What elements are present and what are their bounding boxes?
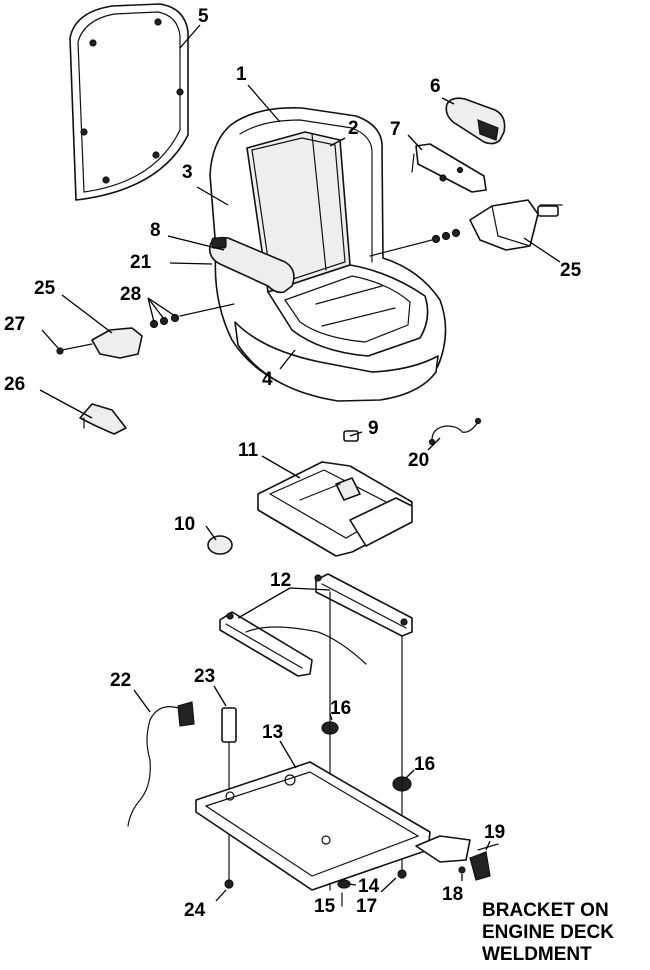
callout-9: 9 <box>368 418 379 439</box>
callout-14: 14 <box>358 876 380 897</box>
callout-11: 11 <box>238 440 259 461</box>
callout-15: 15 <box>314 896 336 917</box>
callout-20: 20 <box>408 450 429 471</box>
belt-bracket-part <box>79 403 127 435</box>
bumper-part <box>207 535 233 555</box>
callout-8: 8 <box>150 220 161 241</box>
callout-13: 13 <box>262 722 283 743</box>
note-line-3: WELDMENT <box>482 944 592 965</box>
bracket-note: BRACKET ON ENGINE DECK WELDMENT <box>482 900 614 965</box>
left-armrest-part <box>208 236 295 294</box>
right-seat-belt-part <box>369 199 563 257</box>
seat-assembly-part <box>209 107 447 402</box>
callout-12: 12 <box>270 570 291 591</box>
leader-lines <box>39 24 561 902</box>
callout-18: 18 <box>442 884 463 905</box>
left-seat-belt-part <box>56 303 235 359</box>
callout-22: 22 <box>110 670 131 691</box>
callout-25-left: 25 <box>34 278 56 299</box>
callouts: 1 2 3 4 5 6 7 8 9 10 11 12 13 14 15 16 1… <box>4 6 582 921</box>
seat-base-part <box>257 461 413 557</box>
callout-21: 21 <box>130 252 152 273</box>
seat-rail-part <box>219 573 413 677</box>
callout-16-upper: 16 <box>330 698 351 719</box>
note-line-2: ENGINE DECK <box>482 922 614 943</box>
callout-27: 27 <box>4 314 25 335</box>
callout-24: 24 <box>184 900 206 921</box>
armrest-bracket-part <box>411 143 487 193</box>
callout-3: 3 <box>182 162 193 183</box>
armrest-pad-part <box>445 97 506 145</box>
callout-7: 7 <box>390 119 401 140</box>
callout-19: 19 <box>484 822 505 843</box>
callout-6: 6 <box>430 76 441 97</box>
seat-back-panel-part <box>69 3 189 201</box>
callout-26: 26 <box>4 374 25 395</box>
floor-plate-part <box>195 761 471 891</box>
callout-17: 17 <box>356 896 377 917</box>
wire-harness-20-part <box>428 417 482 446</box>
callout-10: 10 <box>174 514 195 535</box>
callout-23: 23 <box>194 666 215 687</box>
note-line-1: BRACKET ON <box>482 900 609 921</box>
callout-16-lower: 16 <box>414 754 435 775</box>
wire-harness-22-part <box>127 701 195 827</box>
callout-5: 5 <box>198 6 209 27</box>
callout-25-right: 25 <box>560 260 582 281</box>
callout-28: 28 <box>120 284 141 305</box>
hardware-part <box>224 869 407 907</box>
callout-2: 2 <box>348 118 359 139</box>
callout-4: 4 <box>262 369 273 390</box>
callout-1: 1 <box>236 64 247 85</box>
